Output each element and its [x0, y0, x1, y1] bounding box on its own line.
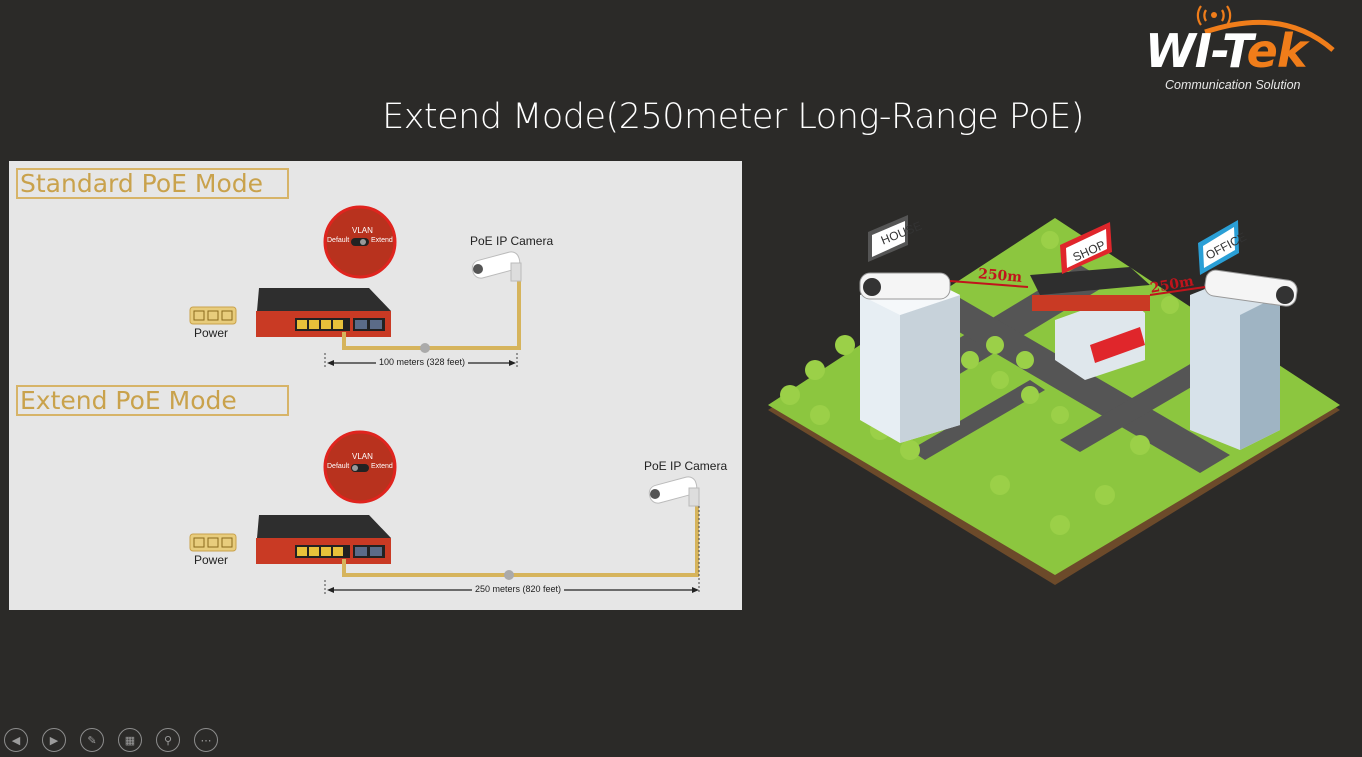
- power-connector-icon: [189, 306, 237, 325]
- prev-slide-button[interactable]: ◀: [4, 728, 28, 752]
- vlan-label-2: VLAN: [352, 452, 373, 461]
- isometric-city-illustration: HOUSE SHOP OFFICE 250m 250m: [760, 195, 1350, 595]
- camera-label: PoE IP Camera: [470, 234, 554, 248]
- extend-mode-heading: Extend PoE Mode: [16, 385, 289, 416]
- wifi-signal-icon: [1196, 5, 1335, 52]
- poe-mode-diagram: Standard PoE Mode Extend PoE Mode: [9, 161, 742, 610]
- brand-wordmark: WI-Tek: [1145, 24, 1307, 78]
- power-connector-icon-2: [189, 533, 237, 552]
- poe-cable-extend: [342, 501, 699, 577]
- zoom-button[interactable]: ⚲: [156, 728, 180, 752]
- pen-icon: ✎: [87, 734, 97, 747]
- pen-button[interactable]: ✎: [80, 728, 104, 752]
- poe-switch-top: [257, 288, 391, 311]
- power-label-2: Power: [194, 553, 229, 567]
- power-label: Power: [194, 326, 229, 340]
- more-icon: ⋯: [200, 734, 212, 747]
- slide-title: Extend Mode(250meter Long-Range PoE): [382, 97, 1084, 137]
- slides-icon: ▦: [124, 734, 136, 747]
- vlan-label: VLAN: [352, 226, 373, 235]
- more-options-button[interactable]: ⋯: [194, 728, 218, 752]
- camera-label-2: PoE IP Camera: [644, 459, 728, 473]
- distance-label-standard: 100 meters (328 feet): [376, 357, 469, 367]
- default-label-2: Default: [327, 463, 350, 470]
- distance-label-extend: 250 meters (820 feet): [472, 584, 565, 594]
- extend-label-2: Extend: [371, 463, 393, 470]
- extend-label: Extend: [371, 237, 393, 244]
- poe-mode-illustration: [189, 205, 700, 594]
- camera-icon-extend: [648, 476, 700, 507]
- see-all-slides-button[interactable]: ▦: [118, 728, 142, 752]
- poe-cable-standard: [342, 279, 521, 350]
- city-scene: [768, 215, 1340, 585]
- standard-mode-heading: Standard PoE Mode: [16, 168, 289, 199]
- prev-icon: ◀: [11, 734, 21, 747]
- next-icon: ▶: [49, 734, 59, 747]
- next-slide-button[interactable]: ▶: [42, 728, 66, 752]
- default-label: Default: [327, 237, 350, 244]
- zoom-icon: ⚲: [163, 734, 173, 747]
- camera-icon-standard: [471, 251, 522, 282]
- witek-logo: WI-Tek Communication Solution: [1143, 2, 1343, 96]
- brand-tagline: Communication Solution: [1165, 78, 1301, 92]
